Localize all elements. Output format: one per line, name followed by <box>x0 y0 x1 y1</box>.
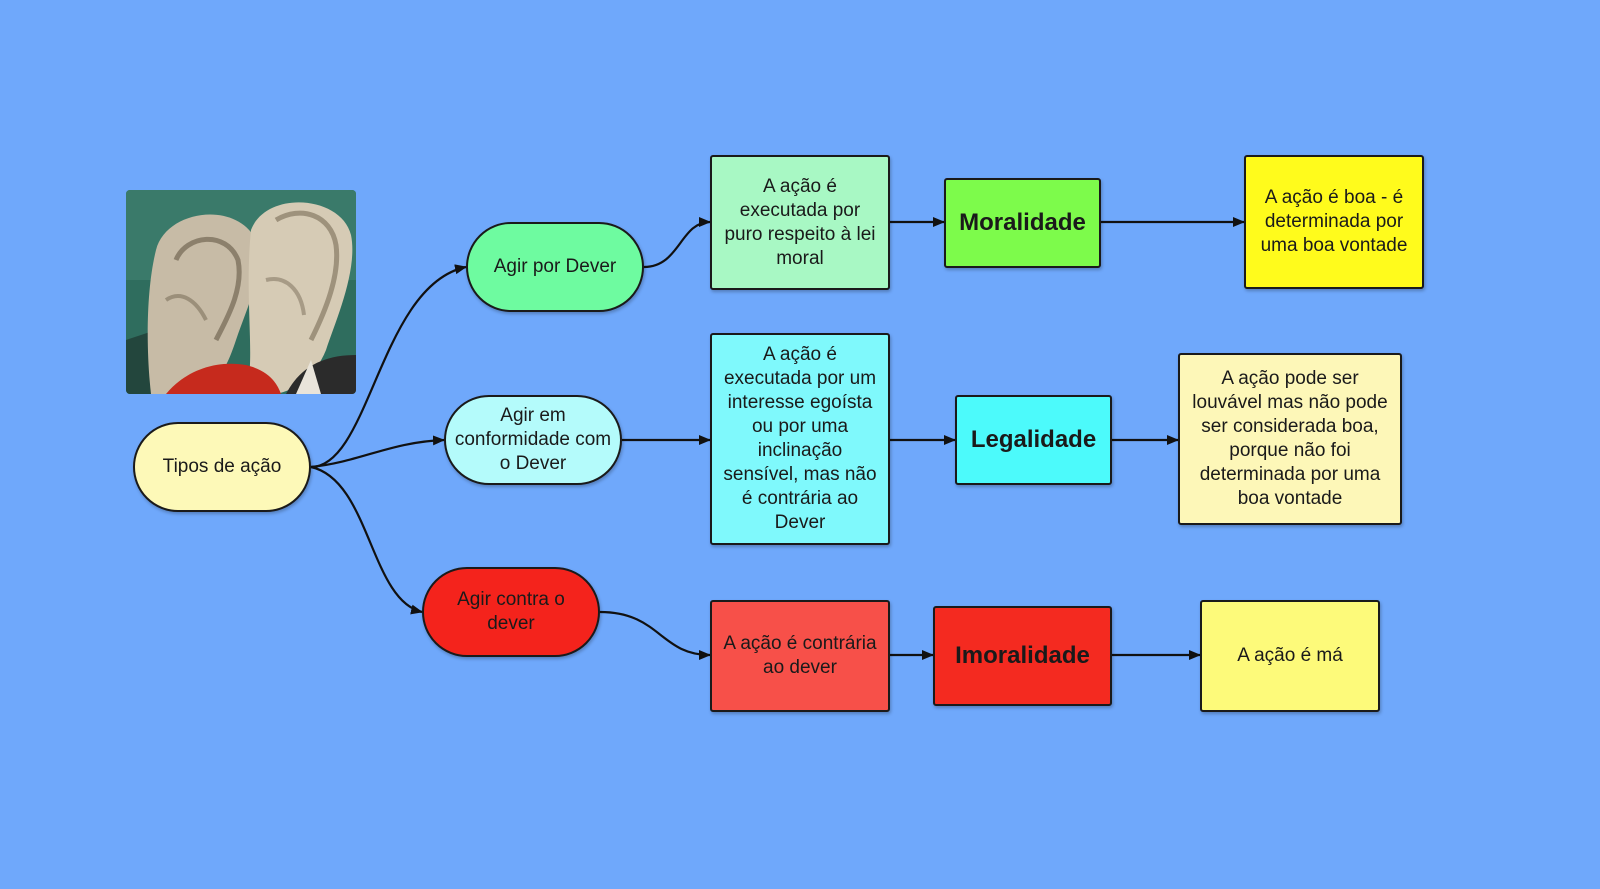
category-node-moralidade: Moralidade <box>944 178 1101 268</box>
result-text-legalidade: A ação pode ser louvável mas não pode se… <box>1192 368 1388 509</box>
result-text-imoralidade: A ação é má <box>1237 645 1343 666</box>
arrow-root-dever <box>310 264 467 469</box>
category-label-legalidade: Legalidade <box>970 426 1097 453</box>
description-text-conformidade: A ação é executada por um interesse egoí… <box>723 344 877 533</box>
action-node-contra: Agir contra o dever <box>422 567 600 657</box>
arrow-dever-desc <box>643 217 711 269</box>
arrow-root-conformidade <box>310 435 445 469</box>
painting-icon <box>126 190 356 394</box>
result-node-imoralidade: A ação é má <box>1200 600 1380 712</box>
result-text-moralidade: A ação é boa - é determinada por uma boa… <box>1260 187 1408 256</box>
category-node-legalidade: Legalidade <box>955 395 1112 485</box>
action-label-dever: Agir por Dever <box>493 256 617 277</box>
result-node-legalidade: A ação pode ser louvável mas não pode se… <box>1178 353 1402 525</box>
action-node-conformidade: Agir em conformidade com o Dever <box>444 395 622 485</box>
root-node: Tipos de ação <box>133 422 311 512</box>
arrow-contra-desc <box>599 610 711 660</box>
description-node-conformidade: A ação é executada por um interesse egoí… <box>710 333 890 545</box>
action-label-conformidade: Agir em conformidade com o Dever <box>454 405 612 474</box>
category-label-imoralidade: Imoralidade <box>955 642 1090 669</box>
root-label: Tipos de ação <box>162 456 282 477</box>
category-label-moralidade: Moralidade <box>959 209 1086 236</box>
action-label-contra: Agir contra o dever <box>457 589 565 634</box>
action-node-dever: Agir por Dever <box>466 222 644 312</box>
description-text-contra: A ação é contrária ao dever <box>723 633 877 678</box>
category-node-imoralidade: Imoralidade <box>933 606 1112 706</box>
description-node-dever: A ação é executada por puro respeito à l… <box>710 155 890 290</box>
description-text-dever: A ação é executada por puro respeito à l… <box>724 175 876 269</box>
description-node-contra: A ação é contrária ao dever <box>710 600 890 712</box>
result-node-moralidade: A ação é boa - é determinada por uma boa… <box>1244 155 1424 289</box>
arrow-root-contra <box>310 465 423 615</box>
